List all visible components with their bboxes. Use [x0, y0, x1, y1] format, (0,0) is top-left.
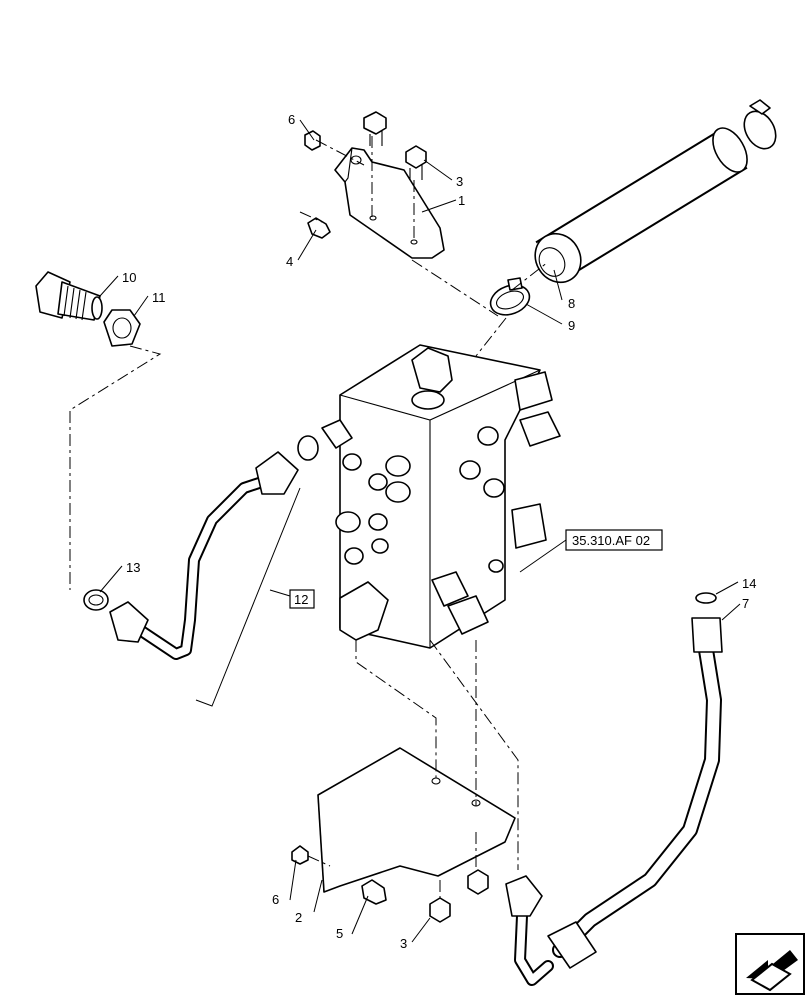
fitting-10	[35, 271, 103, 321]
callout-8: 8	[568, 296, 575, 311]
lower-bracket	[317, 747, 516, 893]
callout-6-top: 6	[288, 112, 295, 127]
assembly-lines	[69, 136, 549, 900]
callout-7: 7	[742, 596, 749, 611]
hose-clamp-upper	[743, 99, 777, 150]
bent-tube-12	[109, 451, 299, 660]
tube-ref-label: 12	[294, 592, 308, 607]
callout-10: 10	[122, 270, 136, 285]
nut-11	[103, 309, 141, 347]
callout-3-bottom: 3	[400, 936, 407, 951]
valve-block	[297, 344, 561, 649]
bolt-top-right	[405, 145, 427, 180]
tube-ref-box[interactable]: 12	[289, 589, 315, 609]
bolt-left	[307, 217, 331, 239]
callouts: 1 2 3 3 4 5 6 6 7 8 9 10 11 13 14	[122, 112, 756, 951]
lower-hose	[505, 617, 723, 986]
upper-hose	[534, 127, 748, 284]
hose-clamp-lower	[489, 277, 531, 316]
valve-section-ref-label: 35.310.AF 02	[572, 533, 650, 548]
bolt-lower-5	[361, 879, 387, 905]
oring-14	[695, 592, 717, 604]
callout-11: 11	[152, 290, 166, 305]
leader-lines	[99, 119, 741, 943]
callout-6-bottom: 6	[272, 892, 279, 907]
bolt-lower-mid	[467, 869, 489, 895]
callout-2: 2	[295, 910, 302, 925]
callout-14: 14	[742, 576, 756, 591]
callout-13: 13	[126, 560, 140, 575]
callout-9: 9	[568, 318, 575, 333]
nut-lower	[291, 845, 309, 865]
valve-section-ref-box[interactable]: 35.310.AF 02	[565, 529, 663, 551]
next-page-arrow-icon[interactable]	[735, 933, 805, 995]
top-bracket	[334, 147, 445, 259]
fitting-13	[83, 589, 109, 611]
bolt-lower-3	[429, 897, 451, 923]
callout-5: 5	[336, 926, 343, 941]
callout-1: 1	[458, 193, 465, 208]
nut-top	[304, 130, 321, 151]
callout-3-top: 3	[456, 174, 463, 189]
callout-4: 4	[286, 254, 293, 269]
bolt-top-left	[363, 111, 387, 146]
